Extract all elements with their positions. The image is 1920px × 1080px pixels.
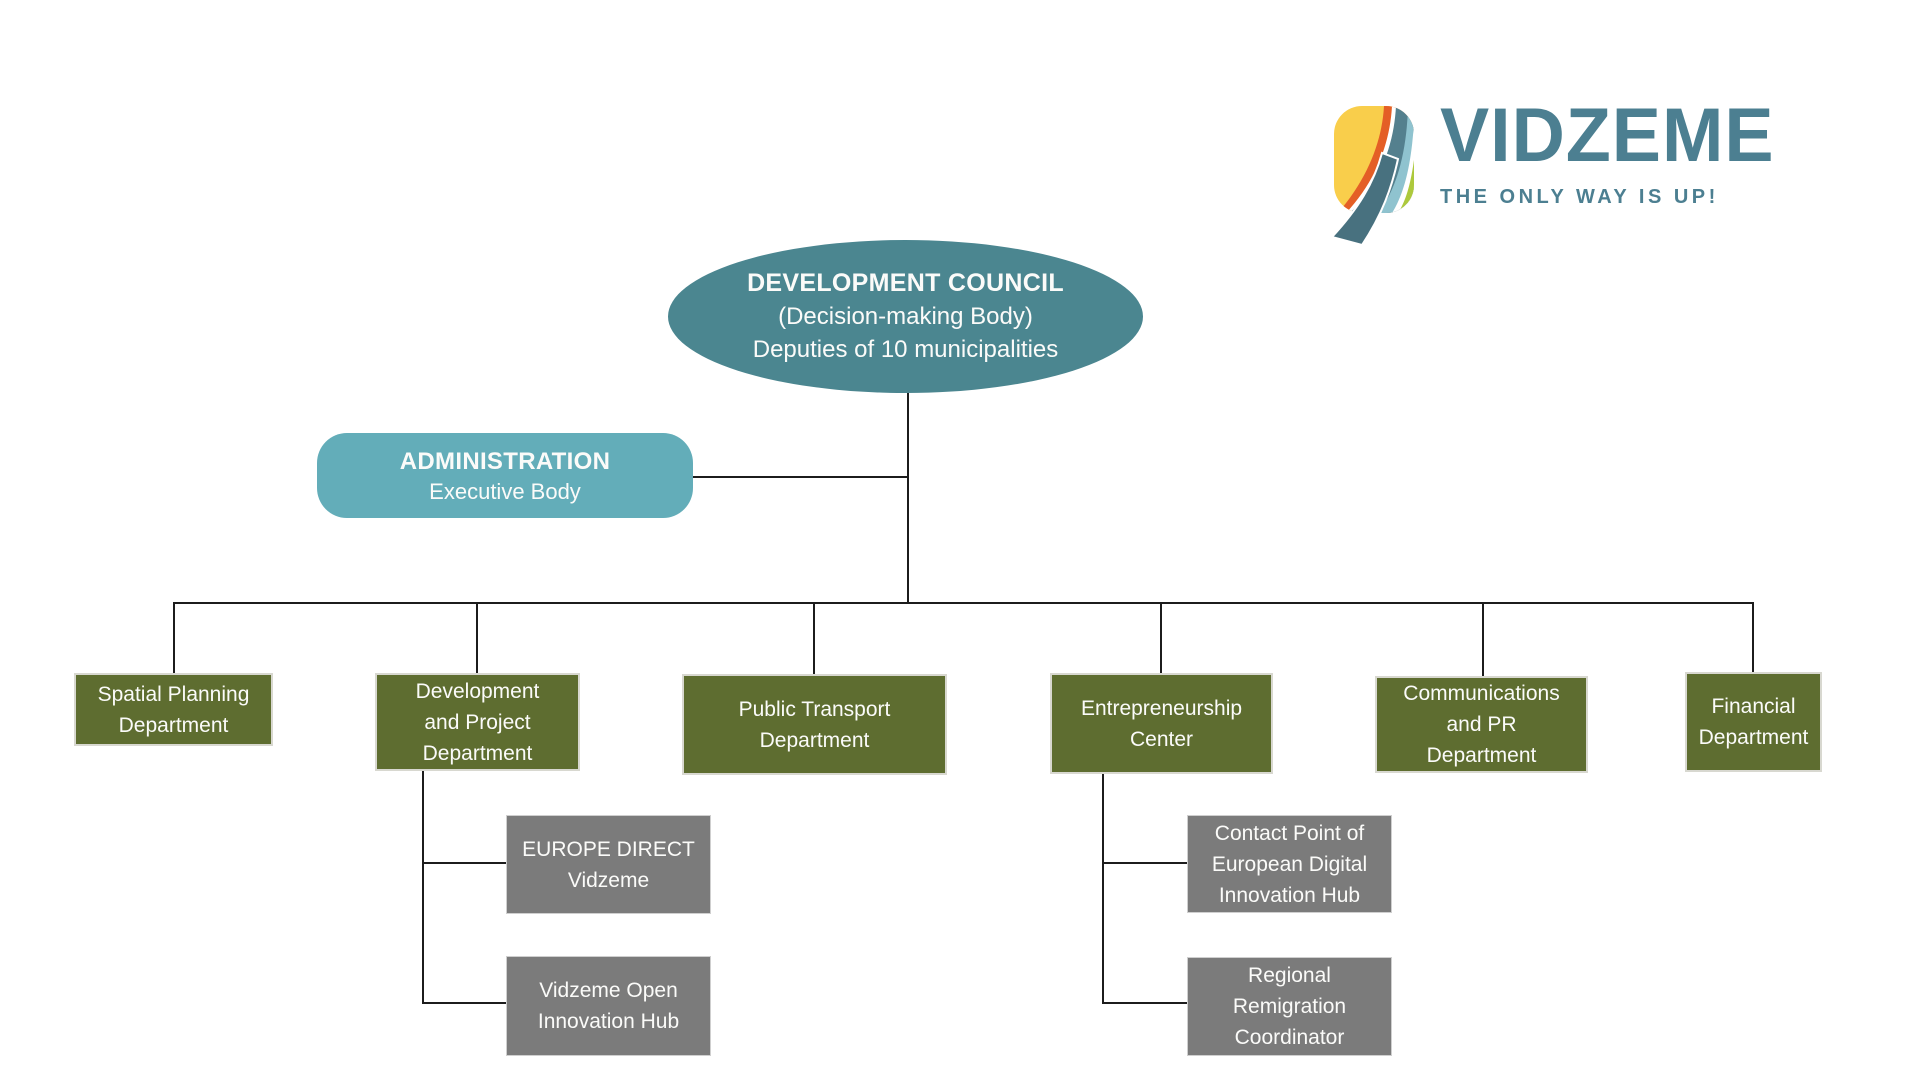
unit-label: Contact Point of European Digital Innova… [1211,821,1368,907]
unit-label: Regional Remigration Coordinator [1232,964,1347,1049]
node-development-and-project-department: Development and Project Department [375,673,580,771]
department-label: Spatial Planning Department [97,682,250,737]
node-entrepreneurship-center: Entrepreneurship Center [1050,673,1273,774]
node-edih-contact-point: Contact Point of European Digital Innova… [1187,815,1392,913]
department-label: Communications and PR Department [1403,682,1560,767]
council-subtitle: (Decision-making Body) [778,303,1033,330]
department-label: Development and Project Department [415,679,540,765]
node-development-council: DEVELOPMENT COUNCIL (Decision-making Bod… [668,240,1143,393]
connector-spatial-planning [173,602,175,673]
administration-subtitle: Executive Body [429,478,581,504]
node-financial-department: Financial Department [1685,672,1822,772]
unit-label: Vidzeme Open Innovation Hub [537,979,680,1033]
vidzeme-logo: VIDZEME THE ONLY WAY IS UP! [1322,98,1785,251]
connector-edih-contact-point [1102,862,1187,864]
council-members: Deputies of 10 municipalities [752,336,1059,363]
node-administration: ADMINISTRATION Executive Body [317,433,693,518]
node-public-transport-department: Public Transport Department [682,674,947,775]
department-label: Public Transport Department [738,697,891,752]
brand-tagline: THE ONLY WAY IS UP! [1440,186,1719,208]
node-communications-and-pr-department: Communications and PR Department [1375,676,1588,773]
vidzeme-logo-icon [1330,106,1414,247]
department-label: Financial Department [1698,695,1809,749]
department-label: Entrepreneurship Center [1080,696,1243,751]
brand-name: VIDZEME [1440,93,1775,178]
connector-development-project [476,602,478,673]
connector-entrepreneurship [1160,602,1162,673]
connector-public-transport [813,602,815,674]
connector-council-trunk [907,393,909,603]
connector-open-innovation-hub [422,1002,506,1004]
connector-financial [1752,602,1754,672]
connector-europe-direct [422,862,506,864]
connector-distribution-bar [174,602,1754,604]
node-regional-remigration-coordinator: Regional Remigration Coordinator [1187,957,1392,1056]
node-spatial-planning-department: Spatial Planning Department [74,673,273,746]
connector-remigration-coordinator [1102,1002,1187,1004]
connector-administration [693,476,908,478]
connector-entrepreneurship-feed [1102,774,1104,1004]
administration-title: ADMINISTRATION [399,447,611,475]
unit-label: EUROPE DIRECT Vidzeme [522,837,695,892]
connector-communications-pr [1482,602,1484,676]
connector-development-feed [422,771,424,1004]
council-title: DEVELOPMENT COUNCIL [747,269,1064,297]
node-europe-direct-vidzeme: EUROPE DIRECT Vidzeme [506,815,711,914]
node-vidzeme-open-innovation-hub: Vidzeme Open Innovation Hub [506,956,711,1056]
